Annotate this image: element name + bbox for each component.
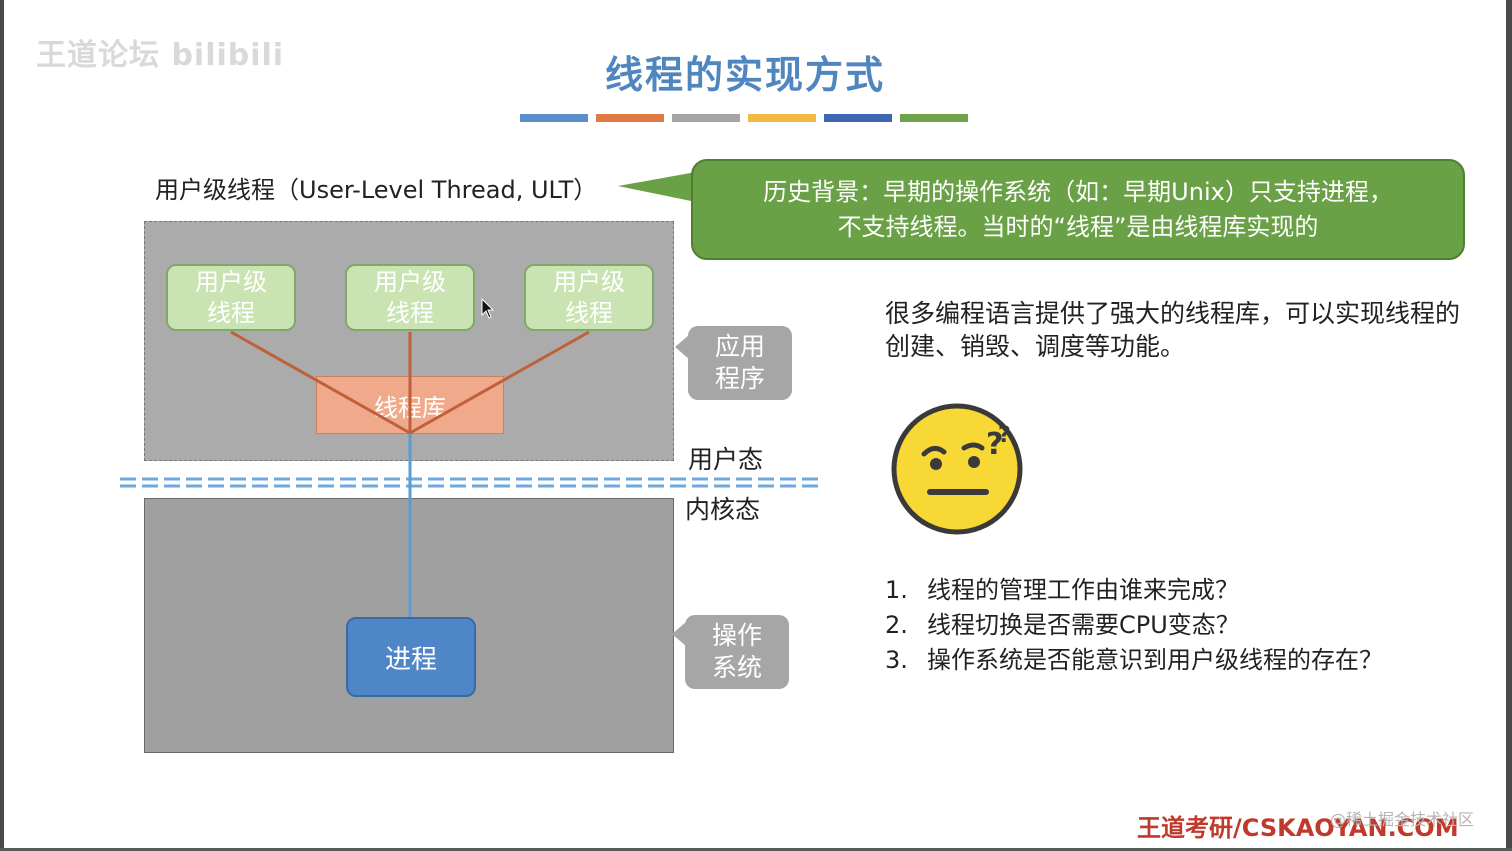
app-tag: 应用程序 [688,326,792,400]
os-tag: 操作系统 [685,615,789,689]
question-number: 2. [885,611,908,639]
question-list: 1. 线程的管理工作由谁来完成？ 2. 线程切换是否需要CPU变态？ 3. 操作系统是… [885,573,1485,678]
history-callout: 历史背景：早期的操作系统（如：早期Unix）只支持进程， 不支持线程。当时的“线… [691,159,1465,260]
ult-box-3-line1: 用户级 [553,267,625,296]
app-tag-line2: 程序 [714,364,765,393]
app-tag-line1: 应用 [714,332,765,361]
color-bar-5 [824,114,892,122]
footer-watermark: @稀土掘金技术社区 [1330,810,1475,829]
kernel-mode-label: 内核态 [685,495,761,524]
window-frame-left [0,0,4,851]
os-tag-line2: 系统 [711,653,762,682]
window-frame-right [1506,0,1512,851]
question-text: 线程的管理工作由谁来完成？ [927,576,1239,604]
ult-box-2-line1: 用户级 [374,267,446,296]
user-mode-label: 用户态 [688,445,764,474]
ult-box-1: 用户级线程 [166,264,296,331]
ult-box-2-line2: 线程 [386,298,434,327]
slide-title: 线程的实现方式 [604,53,885,97]
callout-line-1: 历史背景：早期的操作系统（如：早期Unix）只支持进程， [763,177,1393,206]
mouse-cursor-icon [481,298,495,319]
thread-library-box: 线程库 [316,376,504,434]
question-text: 线程切换是否需要CPU变态？ [927,611,1240,639]
process-box: 进程 [346,617,476,697]
question-number: 1. [885,576,908,604]
ult-box-2: 用户级线程 [345,264,475,331]
os-tag-pointer [672,622,686,646]
ult-heading: 用户级线程（User-Level Thread, ULT） [155,176,598,204]
os-tag-line1: 操作 [711,621,762,650]
ult-box-3: 用户级线程 [524,264,654,331]
color-bar-1 [520,114,588,122]
callout-line-2: 不支持线程。当时的“线程”是由线程库实现的 [837,212,1319,241]
callout-pointer [618,172,696,202]
window-frame-bottom [0,848,1512,851]
list-item: 3. 操作系统是否能意识到用户级线程的存在？ [885,643,1485,678]
thinking-face-icon: ? ? [891,403,1023,535]
color-bar-6 [900,114,968,122]
ult-box-1-line1: 用户级 [195,267,267,296]
footer-brand: 王道考研/CSKAOYAN.COM [1137,814,1459,842]
ult-box-3-line2: 线程 [565,298,613,327]
question-text: 操作系统是否能意识到用户级线程的存在？ [927,646,1383,674]
svg-text:?: ? [998,423,1011,448]
color-bar-3 [672,114,740,122]
list-item: 2. 线程切换是否需要CPU变态？ [885,608,1485,643]
color-bar-4 [748,114,816,122]
library-description: 很多编程语言提供了强大的线程库，可以实现线程的创建、销毁、调度等功能。 [885,299,1461,361]
app-tag-pointer [675,335,689,359]
list-item: 1. 线程的管理工作由谁来完成？ [885,573,1485,608]
top-left-watermark: 王道论坛 bilibili [36,38,285,73]
ult-link-1 [230,330,411,435]
ult-link-3 [409,330,590,435]
ult-box-1-line2: 线程 [207,298,255,327]
color-bar-2 [596,114,664,122]
question-number: 3. [885,646,908,674]
title-color-bars [520,114,980,122]
svg-text:?: ? [986,427,1003,462]
